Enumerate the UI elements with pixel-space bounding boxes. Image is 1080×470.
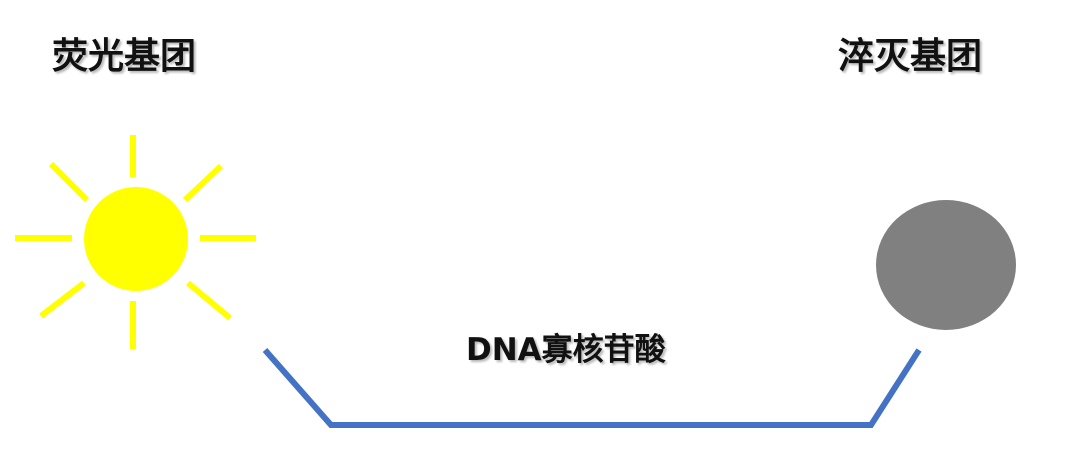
ray-top-left xyxy=(48,161,90,203)
ray-bottom-right xyxy=(186,280,232,321)
fluorophore-label: 荧光基团 xyxy=(52,36,197,77)
ray-top-right xyxy=(182,163,224,203)
sun-icon xyxy=(15,135,256,349)
dna-oligo-strand xyxy=(262,348,922,428)
quencher-label: 淬灭基团 xyxy=(838,36,983,77)
ray-bottom-left xyxy=(39,280,86,319)
dna-oligo-label: DNA寡核苷酸 xyxy=(466,332,666,368)
sphere-icon xyxy=(876,200,1016,330)
fluorophore-core xyxy=(84,187,188,291)
fluorophore-rays xyxy=(15,135,256,349)
